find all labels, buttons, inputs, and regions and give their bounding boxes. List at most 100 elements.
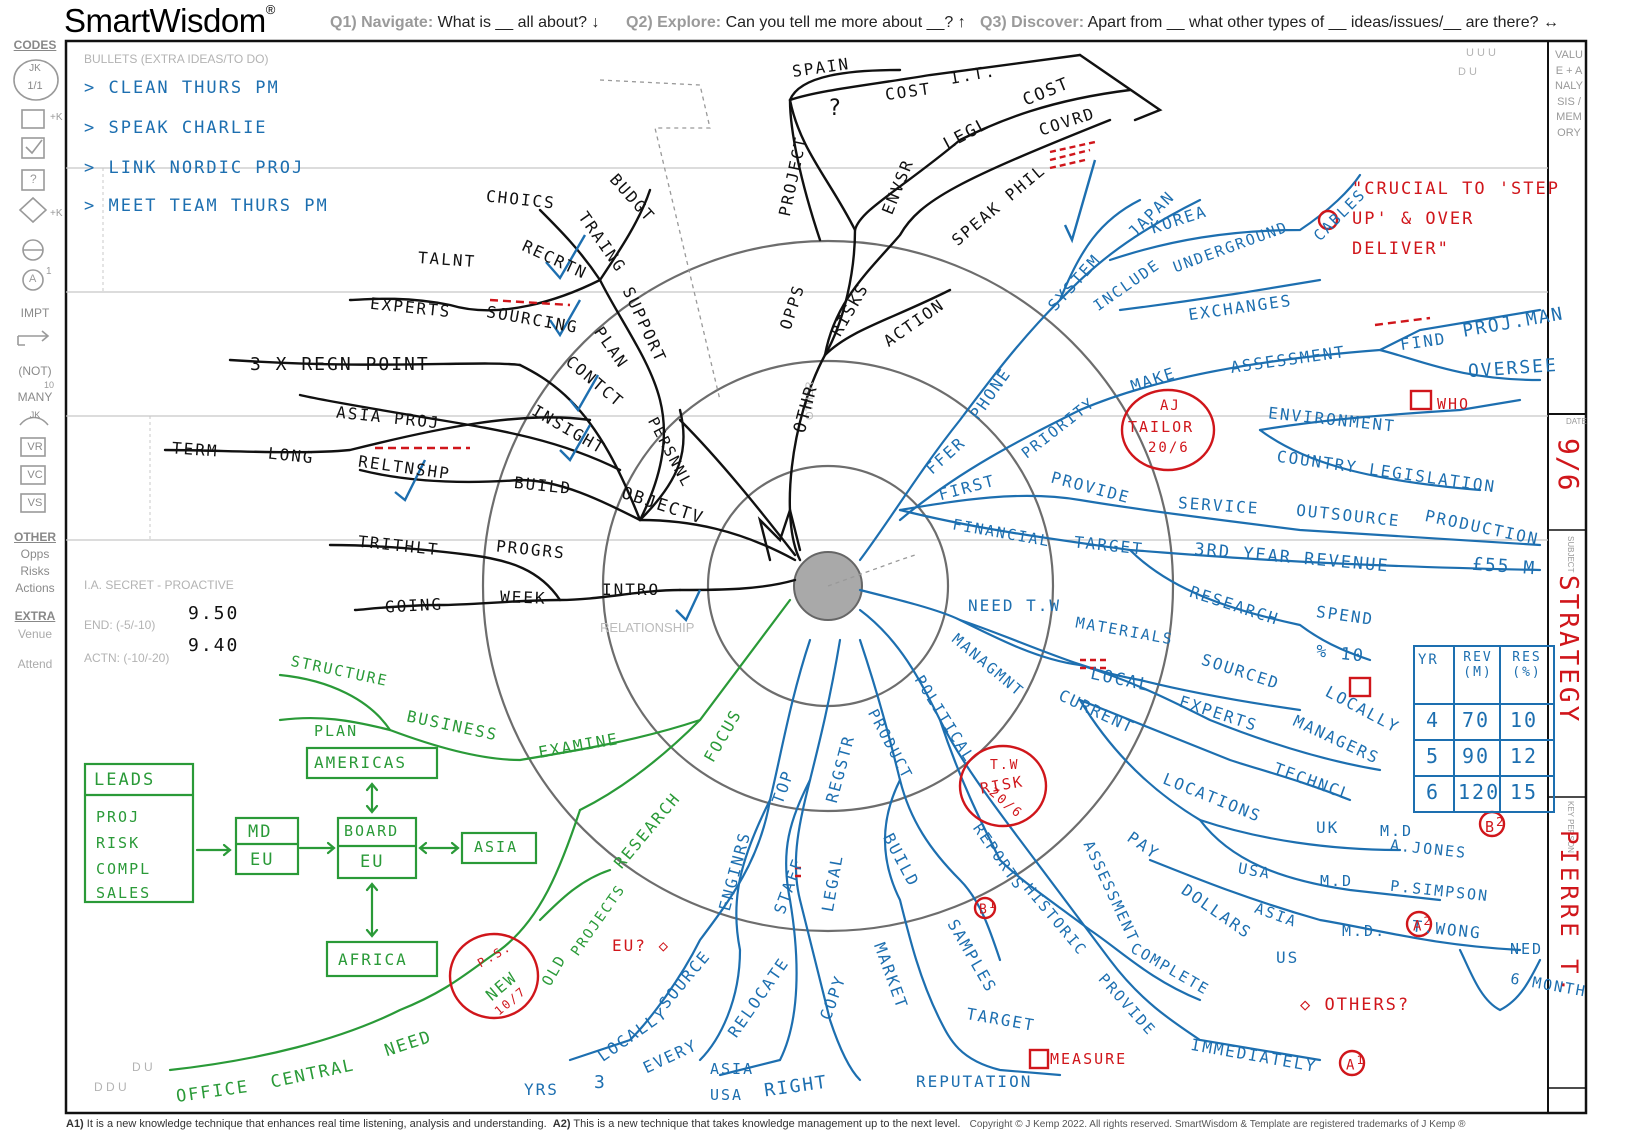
actn-value: 9.40 xyxy=(188,635,240,656)
arrow-up-icon: ↑ xyxy=(957,14,966,31)
a-code-sup: 1 xyxy=(46,266,52,277)
asia-box: ASIA xyxy=(474,838,519,856)
page-frame xyxy=(64,39,1588,1115)
md-box-top: MD xyxy=(248,822,273,842)
aj-circle-mid: TAILOR xyxy=(1128,418,1195,436)
label-who: WHO xyxy=(1437,395,1471,413)
other-heading: OTHER xyxy=(14,530,56,544)
end-value: 9.50 xyxy=(188,603,240,624)
brand-logo: SmartWisdom® xyxy=(64,2,275,39)
venue-label: Venue xyxy=(17,627,53,641)
label-uk: UK xyxy=(1316,818,1340,837)
ring-label-relationship: RELATIONSHIP xyxy=(600,620,695,635)
diamond-icon: ◇ xyxy=(1300,995,1313,1015)
label-md-asia: M.D. xyxy=(1342,922,1387,940)
u-marks: U U U xyxy=(1466,47,1496,59)
bottom-marks-top: D U xyxy=(132,1060,153,1074)
label-yrs: YRS xyxy=(524,1080,559,1099)
extra-heading: EXTRA xyxy=(14,609,56,623)
crucial-quote: "CRUCIAL TO 'STEP UP' & OVER DELIVER" xyxy=(1352,179,1560,259)
jk-badge-bottom: 1/1 xyxy=(27,80,43,92)
leads-item-compl: COMPL xyxy=(96,860,152,878)
bullet-item-3: > LINK NORDIC PROJ xyxy=(84,158,305,178)
plus-k-label-2: +K xyxy=(50,208,63,219)
label-question: ? xyxy=(828,96,844,121)
table-cell: 15 xyxy=(1510,780,1539,804)
many-sup: 10 xyxy=(44,380,55,390)
key-person-value: PIERRE T. xyxy=(1555,830,1583,997)
risks-label: Risks xyxy=(20,564,50,578)
bullets-heading: BULLETS (EXTRA IDEAS/TO DO) xyxy=(84,52,269,66)
not-label: (NOT) xyxy=(18,364,52,378)
ia-secret-title: I.A. SECRET - PROACTIVE xyxy=(84,578,234,592)
actn-label: ACTN: (-10/-20) xyxy=(84,651,170,665)
question-code-icon: ? xyxy=(30,172,37,186)
label-55m: £55 M xyxy=(1471,553,1537,580)
label-md-usa: M.D xyxy=(1320,872,1354,890)
table-header-rev: REV (M) xyxy=(1463,650,1493,680)
jk-badge-top: JK xyxy=(29,63,41,74)
subject-label: SUBJECT xyxy=(1566,536,1575,573)
diamond-icon-2: ◇ xyxy=(658,936,671,955)
others-mark: ◇ OTHERS? xyxy=(1300,995,1411,1015)
end-label: END: (-5/-10) xyxy=(84,618,156,632)
arrow-both-icon: ↔ xyxy=(1542,14,1559,31)
aj-circle-bot: 20/6 xyxy=(1148,440,1190,456)
date-label: DATE xyxy=(1566,417,1587,426)
label-ned: NED xyxy=(1510,940,1544,958)
board-box-top: BOARD xyxy=(344,822,400,840)
eu-question-mark: EU? ◇ xyxy=(612,936,671,955)
subject-value: STRATEGY xyxy=(1553,575,1583,725)
leads-item-proj: PROJ xyxy=(96,808,141,826)
table-cell: 70 xyxy=(1462,708,1491,732)
label-3: 3 xyxy=(594,1072,607,1093)
label-asia-blue-2: ASIA xyxy=(710,1060,755,1078)
vr-code: VR xyxy=(27,441,43,453)
table-cell: 5 xyxy=(1426,744,1441,768)
label-usa-blue-2: USA xyxy=(710,1086,744,1104)
du-marks: D U xyxy=(1458,66,1477,78)
table-cell: 90 xyxy=(1462,744,1491,768)
a1-mark: A1 xyxy=(1346,1053,1366,1074)
tw-circle-top: T.W xyxy=(990,758,1020,773)
bottom-marks-bottom: D D U xyxy=(94,1080,127,1094)
label-md-uk: M.D xyxy=(1380,822,1414,840)
vc-code: VC xyxy=(27,469,43,481)
bullet-item-4: > MEET TEAM THURS PM xyxy=(84,196,329,216)
md-box-bottom: EU xyxy=(250,850,275,870)
label-talnt: TALNT xyxy=(417,247,477,272)
label-term: TERM xyxy=(171,438,220,461)
actions-label: Actions xyxy=(15,581,55,595)
plus-k-label: +K xyxy=(50,112,63,123)
leads-item-sales: SALES xyxy=(96,884,152,902)
table-cell: 120 xyxy=(1458,780,1501,804)
arrow-down-icon: ↓ xyxy=(591,14,600,31)
many-label: MANY xyxy=(17,390,53,404)
label-reputation: REPUTATION xyxy=(916,1072,1033,1091)
leads-title: LEADS xyxy=(94,770,156,790)
table-cell: 4 xyxy=(1426,708,1441,732)
q3-prompt: Q3) Discover: Apart from __ what other t… xyxy=(980,14,1559,31)
footer: A1) It is a new knowledge technique that… xyxy=(66,1118,1466,1130)
americas-box: AMERICAS xyxy=(314,753,408,772)
q2-prompt: Q2) Explore: Can you tell me more about … xyxy=(626,14,966,31)
date-value: 9/6 xyxy=(1552,438,1585,492)
a2-mark: A2 xyxy=(1413,914,1433,935)
bullet-item-2: > SPEAK CHARLIE xyxy=(84,118,268,138)
a-code-icon: A xyxy=(29,273,37,285)
codes-heading: CODES xyxy=(13,38,57,52)
board-box-bottom: EU xyxy=(360,852,385,872)
bullet-item-1: > CLEAN THURS PM xyxy=(84,78,280,98)
table-cell: 12 xyxy=(1510,744,1539,768)
value-analysis-memory-label: VALUE + ANALYSIS / MEMORY xyxy=(1555,49,1583,139)
label-regn-point: 3 X REGN POINT xyxy=(250,354,430,375)
attend-label: Attend xyxy=(17,657,53,671)
label-measure: MEASURE xyxy=(1050,1050,1128,1068)
table-cell: 6 xyxy=(1426,780,1441,804)
label-intro: INTRO xyxy=(602,580,661,599)
q1-prompt: Q1) Navigate: What is __ all about? ↓ xyxy=(330,14,600,31)
table-header-res: RES (%) xyxy=(1512,650,1542,680)
table-header-yr: YR xyxy=(1418,652,1439,668)
